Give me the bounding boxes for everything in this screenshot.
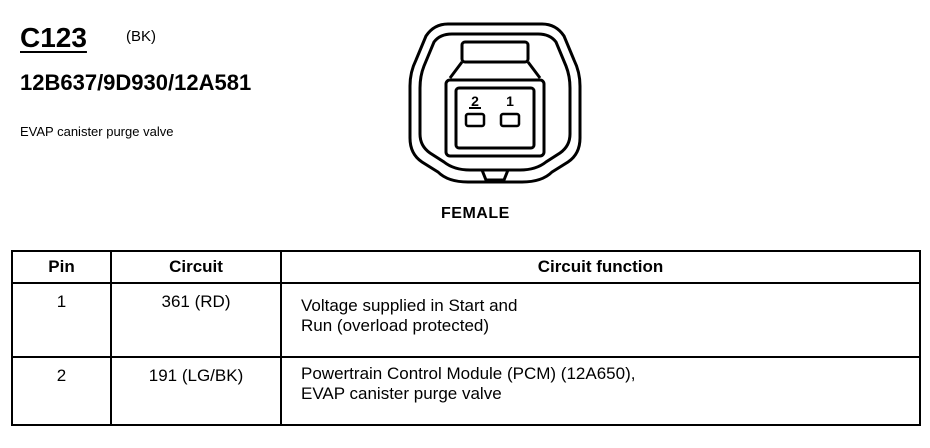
connector-inner-housing — [418, 32, 572, 172]
cell-pin: 1 — [11, 282, 112, 358]
table-row: 2 191 (LG/BK) Powertrain Control Module … — [11, 356, 921, 426]
table-header-row: Pin Circuit Circuit function — [11, 250, 921, 284]
connector-color-code: (BK) — [126, 28, 156, 45]
terminal-1 — [499, 112, 521, 128]
cell-circuit-function: Voltage supplied in Start and Run (overl… — [280, 282, 921, 358]
terminal-2 — [464, 112, 486, 128]
connector-latch — [460, 40, 530, 64]
terminal-cavity-inner — [454, 86, 536, 150]
pin-label-2: 2 — [471, 93, 479, 109]
connector-face-diagram: 2 1 — [408, 22, 582, 184]
connector-description: EVAP canister purge valve — [20, 124, 174, 139]
table-row: 1 361 (RD) Voltage supplied in Start and… — [11, 282, 921, 358]
connector-id: C123 — [20, 22, 87, 53]
header-circuit-function: Circuit function — [280, 250, 921, 284]
connector-outer-housing — [408, 22, 582, 184]
cell-pin: 2 — [11, 356, 112, 426]
cell-circuit-function: Powertrain Control Module (PCM) (12A650)… — [280, 356, 921, 426]
cell-circuit: 361 (RD) — [110, 282, 282, 358]
connector-key — [480, 169, 510, 182]
part-numbers: 12B637/9D930/12A581 — [20, 70, 252, 95]
pin-circuit-table: Pin Circuit Circuit function 1 361 (RD) … — [11, 250, 921, 426]
header-circuit: Circuit — [110, 250, 282, 284]
connector-gender-label: FEMALE — [441, 205, 510, 222]
pin-label-1: 1 — [506, 93, 514, 109]
cell-circuit: 191 (LG/BK) — [110, 356, 282, 426]
terminal-cavity-outer — [444, 78, 546, 158]
header-pin: Pin — [11, 250, 112, 284]
